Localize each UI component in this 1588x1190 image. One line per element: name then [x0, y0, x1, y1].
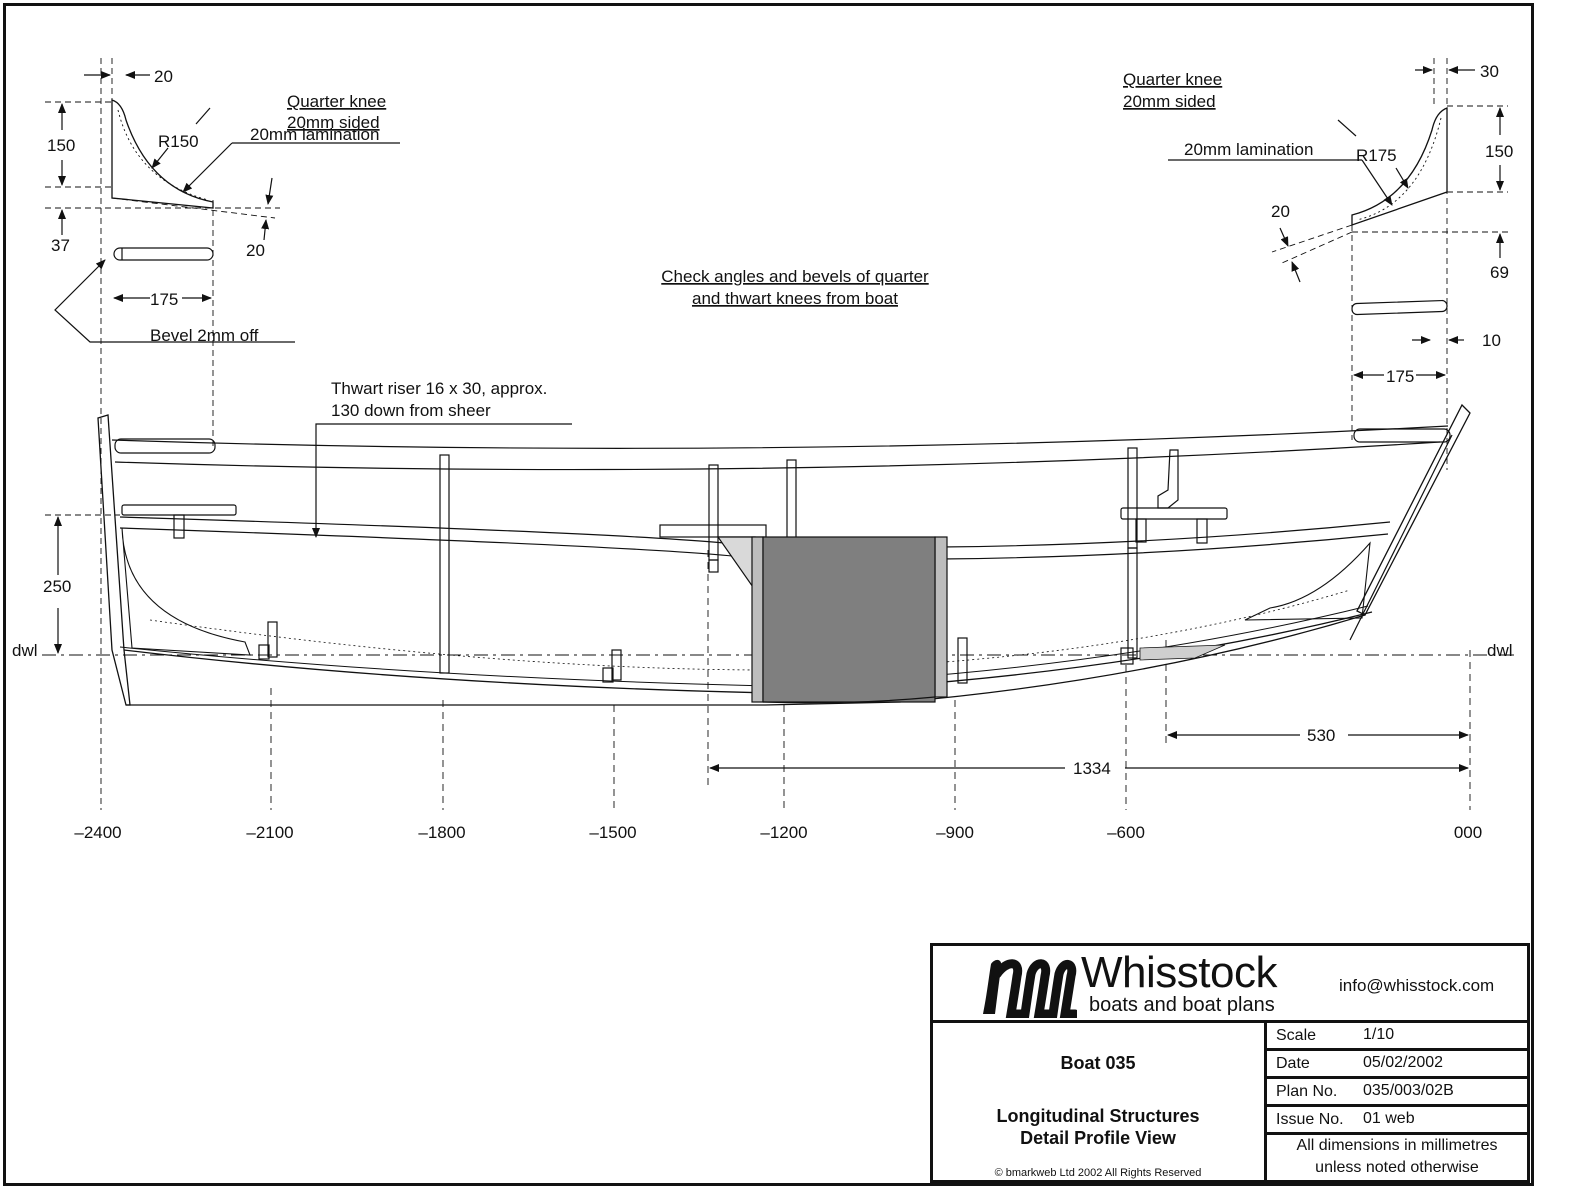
centreboard: [762, 536, 936, 703]
right-knee-radius: R175: [1356, 146, 1397, 165]
dwl-label-right: dwl: [1487, 641, 1513, 660]
stem: [1356, 403, 1471, 616]
dim-250: 250: [43, 577, 71, 596]
drawing-title-line2: Detail Profile View: [1020, 1128, 1176, 1148]
station-label: –2400: [74, 823, 121, 842]
left-knee-lamination: 20mm lamination: [250, 125, 379, 144]
issue-label: Issue No.: [1276, 1111, 1344, 1128]
plan-value: 035/003/02B: [1363, 1082, 1454, 1099]
plan-label: Plan No.: [1276, 1083, 1338, 1100]
right-knee-sided: 20mm sided: [1123, 92, 1216, 111]
right-dim-20: 20: [1271, 202, 1290, 221]
station-label: 000: [1454, 823, 1482, 842]
check-note-line1: Check angles and bevels of quarter: [661, 267, 929, 286]
left-riser-end: [113, 247, 214, 261]
dim-1334: 1334: [1073, 759, 1111, 778]
station-label: –600: [1107, 823, 1145, 842]
contact-email[interactable]: info@whisstock.com: [1339, 976, 1495, 995]
station-label: –900: [936, 823, 974, 842]
date-label: Date: [1276, 1055, 1310, 1072]
right-dim-175: 175: [1386, 367, 1414, 386]
boat-profile: [42, 403, 1515, 810]
station-label: –1800: [418, 823, 465, 842]
plan-row: Plan No. 035/003/02B: [1267, 1079, 1527, 1107]
copyright-notice: © bmarkweb Ltd 2002 All Rights Reserved: [994, 1167, 1202, 1179]
right-dim-30: 30: [1480, 62, 1499, 81]
riser-note-line1: Thwart riser 16 x 30, approx.: [331, 379, 547, 398]
right-dim-69: 69: [1490, 263, 1509, 282]
riser-note-line2: 130 down from sheer: [331, 401, 491, 420]
left-dim-20-top: 20: [154, 67, 173, 86]
left-dim-37: 37: [51, 236, 70, 255]
date-value: 05/02/2002: [1363, 1054, 1444, 1071]
title-block-header: Whisstock boats and boat plans info@whis…: [933, 946, 1527, 1023]
left-dim-150: 150: [47, 136, 75, 155]
left-knee-sided: 20mm sided: [287, 113, 380, 132]
whisstock-logo-icon: [983, 959, 1077, 1018]
right-dim-150: 150: [1485, 142, 1513, 161]
issue-value: 01 web: [1363, 1110, 1415, 1127]
issue-row: Issue No. 01 web: [1267, 1107, 1527, 1135]
left-knee-radius: R150: [158, 132, 199, 151]
drawing-title-line1: Longitudinal Structures: [996, 1106, 1200, 1126]
units-note: All dimensions in millimetres unless not…: [1267, 1135, 1527, 1179]
bevel-note: Bevel 2mm off: [150, 326, 259, 345]
brand-name: Whisstock: [1081, 948, 1277, 997]
left-dim-20: 20: [246, 241, 265, 260]
station-label: –1500: [589, 823, 636, 842]
right-dim-10: 10: [1482, 331, 1501, 350]
right-knee-shape: [1351, 107, 1448, 226]
dim-530: 530: [1307, 726, 1335, 745]
left-knee-title: Quarter knee: [287, 92, 386, 111]
centreboard-case-aft-post: [751, 536, 764, 703]
left-knee-detail: [45, 58, 400, 810]
units-note-line2: unless noted otherwise: [1315, 1159, 1479, 1176]
mast-step-knee: [716, 536, 756, 592]
title-block: Whisstock boats and boat plans info@whis…: [930, 943, 1530, 1183]
brand-tagline: boats and boat plans: [1089, 994, 1275, 1016]
dwl-label-left: dwl: [12, 641, 38, 660]
left-knee-shape: [111, 99, 214, 209]
station-label: –1200: [760, 823, 807, 842]
units-note-line1: All dimensions in millimetres: [1296, 1137, 1498, 1154]
boat-name: Boat 035: [1060, 1053, 1136, 1073]
date-row: Date 05/02/2002: [1267, 1051, 1527, 1079]
station-label: –2100: [246, 823, 293, 842]
scale-row: Scale 1/10: [1267, 1023, 1527, 1051]
title-block-description: Boat 035 Longitudinal Structures Detail …: [933, 1023, 1267, 1180]
right-riser-end: [1351, 299, 1448, 316]
centreboard-case-fwd-post: [934, 536, 948, 698]
scale-label: Scale: [1276, 1027, 1317, 1044]
sheet-border: [3, 3, 1534, 1186]
left-dim-175: 175: [150, 290, 178, 309]
right-knee-title: Quarter knee: [1123, 70, 1222, 89]
right-knee-detail: [1168, 58, 1512, 470]
scale-value: 1/10: [1363, 1026, 1395, 1043]
check-note-line2: and thwart knees from boat: [692, 289, 898, 308]
drawing-labels: Quarter knee 20mm sided 20mm lamination …: [12, 62, 1513, 842]
right-knee-lamination: 20mm lamination: [1184, 140, 1313, 159]
